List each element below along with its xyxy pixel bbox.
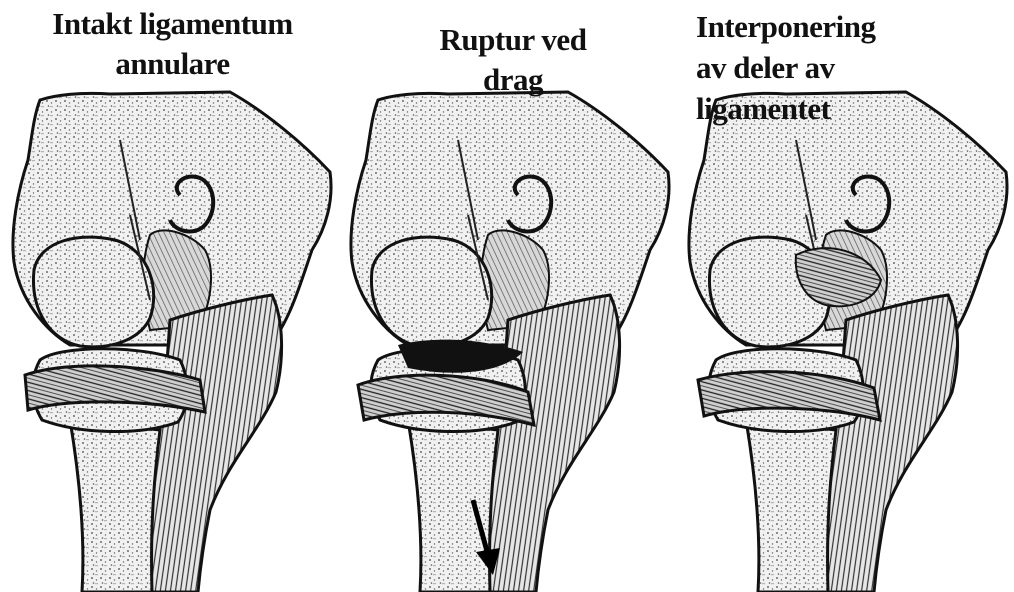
panel-intact-ligament: Intakt ligamentum annulare [0, 0, 338, 592]
caption-rupture: Ruptur ved drag [408, 20, 618, 100]
caption-intact: Intakt ligamentum annulare [20, 4, 325, 84]
panel-interposition: Interponering av deler av ligamentet [676, 0, 1014, 592]
caption-interposition: Interponering av deler av ligamentet [696, 6, 996, 129]
panel-rupture: Ruptur ved drag [338, 0, 676, 592]
elbow-illustration-intact [0, 0, 338, 592]
